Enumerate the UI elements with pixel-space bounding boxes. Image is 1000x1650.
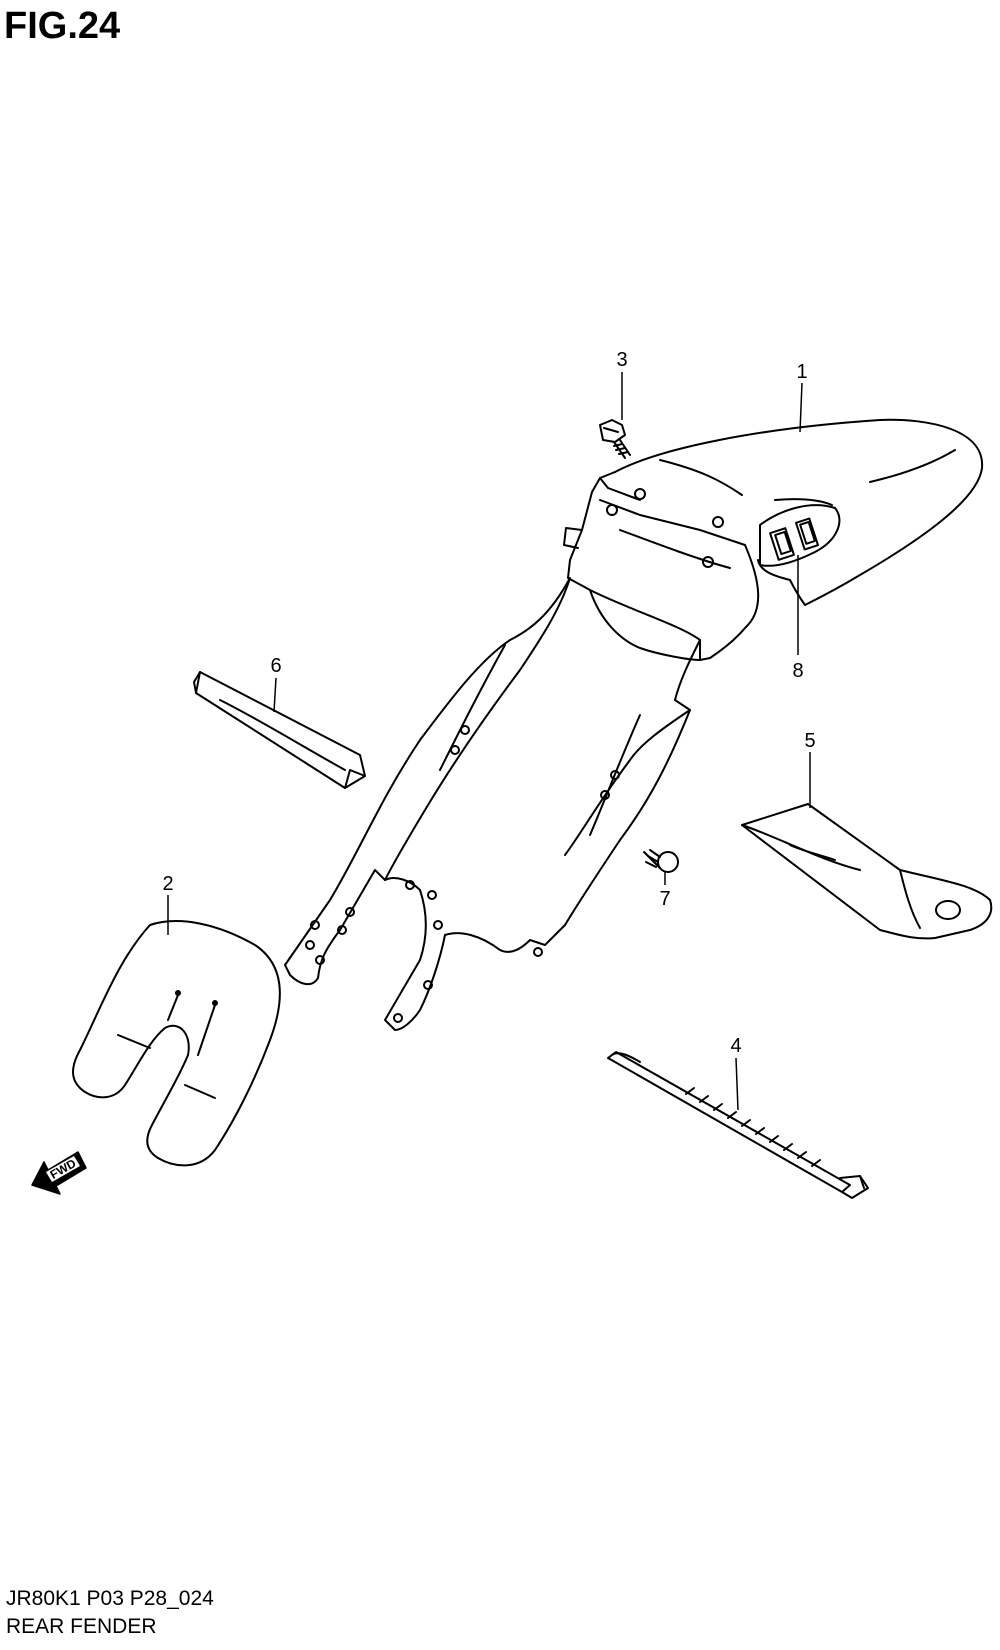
callout-1: 1 <box>796 361 807 383</box>
diagram-name: REAR FENDER <box>6 1615 157 1638</box>
callout-2: 2 <box>162 873 173 895</box>
part-4-cable-tie[interactable] <box>607 1051 869 1199</box>
fwd-arrow-icon: FWD <box>31 1151 87 1195</box>
part-1-rear-fender[interactable] <box>284 418 984 1031</box>
callout-6: 6 <box>270 655 281 677</box>
part-6-damper[interactable] <box>193 671 366 789</box>
part-2-seal-pad[interactable] <box>72 920 281 1167</box>
part-3-bolt[interactable] <box>599 419 631 459</box>
figure-title: FIG.24 <box>4 5 121 47</box>
part-5-cover[interactable] <box>741 803 993 940</box>
leader-lines <box>167 372 811 1111</box>
part-8-emblem[interactable] <box>774 520 816 556</box>
callout-4: 4 <box>730 1035 741 1057</box>
part-7-screw[interactable] <box>643 849 679 873</box>
callout-8: 8 <box>792 660 803 682</box>
diagram-code: JR80K1 P03 P28_024 <box>6 1587 214 1610</box>
callout-7: 7 <box>659 888 670 910</box>
callout-3: 3 <box>616 349 627 371</box>
callout-5: 5 <box>804 730 815 752</box>
